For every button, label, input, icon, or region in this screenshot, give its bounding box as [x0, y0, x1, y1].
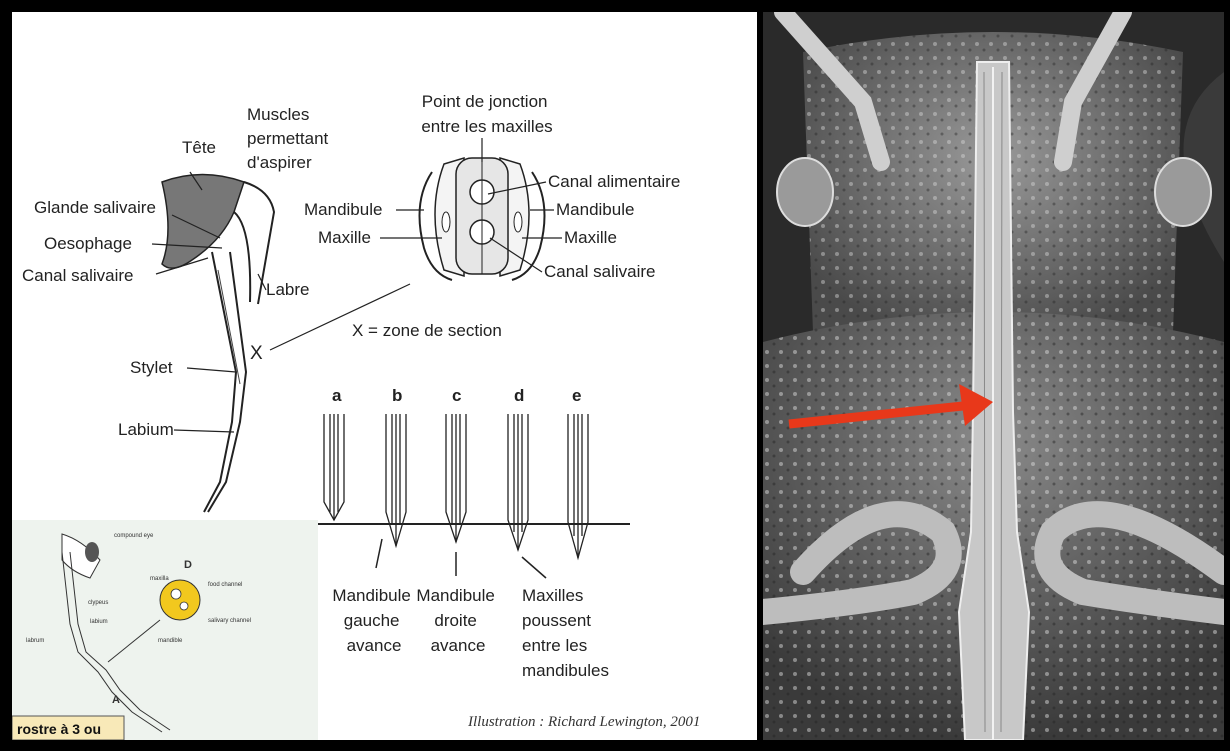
inset-label-compound-eye: compound eye — [114, 533, 154, 539]
inset-label-labrum: labrum — [26, 638, 44, 644]
caption-maxilles: Maxilles poussent entre les mandibules — [522, 586, 609, 680]
right-eye — [1155, 158, 1211, 226]
inset-label-a: A — [112, 694, 120, 706]
sem-image — [763, 12, 1224, 740]
stylet-sequence: a b c d e Mandibule gauche avance — [318, 386, 630, 680]
label-stylet: Stylet — [130, 358, 173, 377]
label-canal-alimentaire: Canal alimentaire — [548, 172, 680, 191]
sequence-letter-c: c — [452, 386, 461, 405]
inset-label-clypeus: clypeus — [88, 600, 108, 606]
label-mandibule-right: Mandibule — [556, 200, 634, 219]
label-labium: Labium — [118, 420, 174, 439]
caption-mandibule-droite: Mandibule droite avance — [416, 586, 499, 655]
label-x-marker: X — [250, 343, 263, 364]
label-tete: Tête — [182, 138, 216, 157]
inset-label-food-channel: food channel — [208, 582, 242, 588]
label-point-jonction: Point de jonction entre les maxilles — [421, 92, 552, 136]
label-canal-salivaire: Canal salivaire — [22, 266, 134, 285]
sem-micrograph — [763, 12, 1224, 740]
illustration-panel: Tête Muscles permettant d'aspirer Glande… — [12, 12, 757, 740]
inset-label-d: D — [184, 559, 192, 571]
sequence-letter-a: a — [332, 386, 342, 405]
label-muscles: Muscles permettant d'aspirer — [247, 105, 333, 172]
sequence-letter-d: d — [514, 386, 524, 405]
label-labre: Labre — [266, 280, 309, 299]
mouthparts-diagram: Tête Muscles permettant d'aspirer Glande… — [12, 12, 757, 740]
sequence-letter-e: e — [572, 386, 581, 405]
head-shape — [162, 175, 244, 269]
zone-caption: X = zone de section — [352, 321, 502, 340]
label-maxille-left: Maxille — [318, 228, 371, 247]
caption-mandibule-gauche: Mandibule gauche avance — [332, 586, 415, 655]
label-glande-salivaire: Glande salivaire — [34, 198, 156, 217]
label-canal-salivaire-section: Canal salivaire — [544, 262, 656, 281]
illustration-credit: Illustration : Richard Lewington, 2001 — [467, 714, 700, 730]
inset-box-text: rostre à 3 ou — [17, 721, 101, 737]
label-mandibule-left: Mandibule — [304, 200, 382, 219]
left-eye — [777, 158, 833, 226]
inset-diagram: compound eye D maxilla food channel clyp… — [12, 520, 318, 740]
inset-label-mandible: mandible — [158, 638, 183, 644]
inset-label-salivary-channel: salivary channel — [208, 618, 251, 624]
label-oesophage: Oesophage — [44, 234, 132, 253]
sequence-letter-b: b — [392, 386, 402, 405]
inset-label-labium: labium — [90, 619, 108, 625]
inset-label-maxilla: maxilla — [150, 576, 169, 582]
label-maxille-right: Maxille — [564, 228, 617, 247]
